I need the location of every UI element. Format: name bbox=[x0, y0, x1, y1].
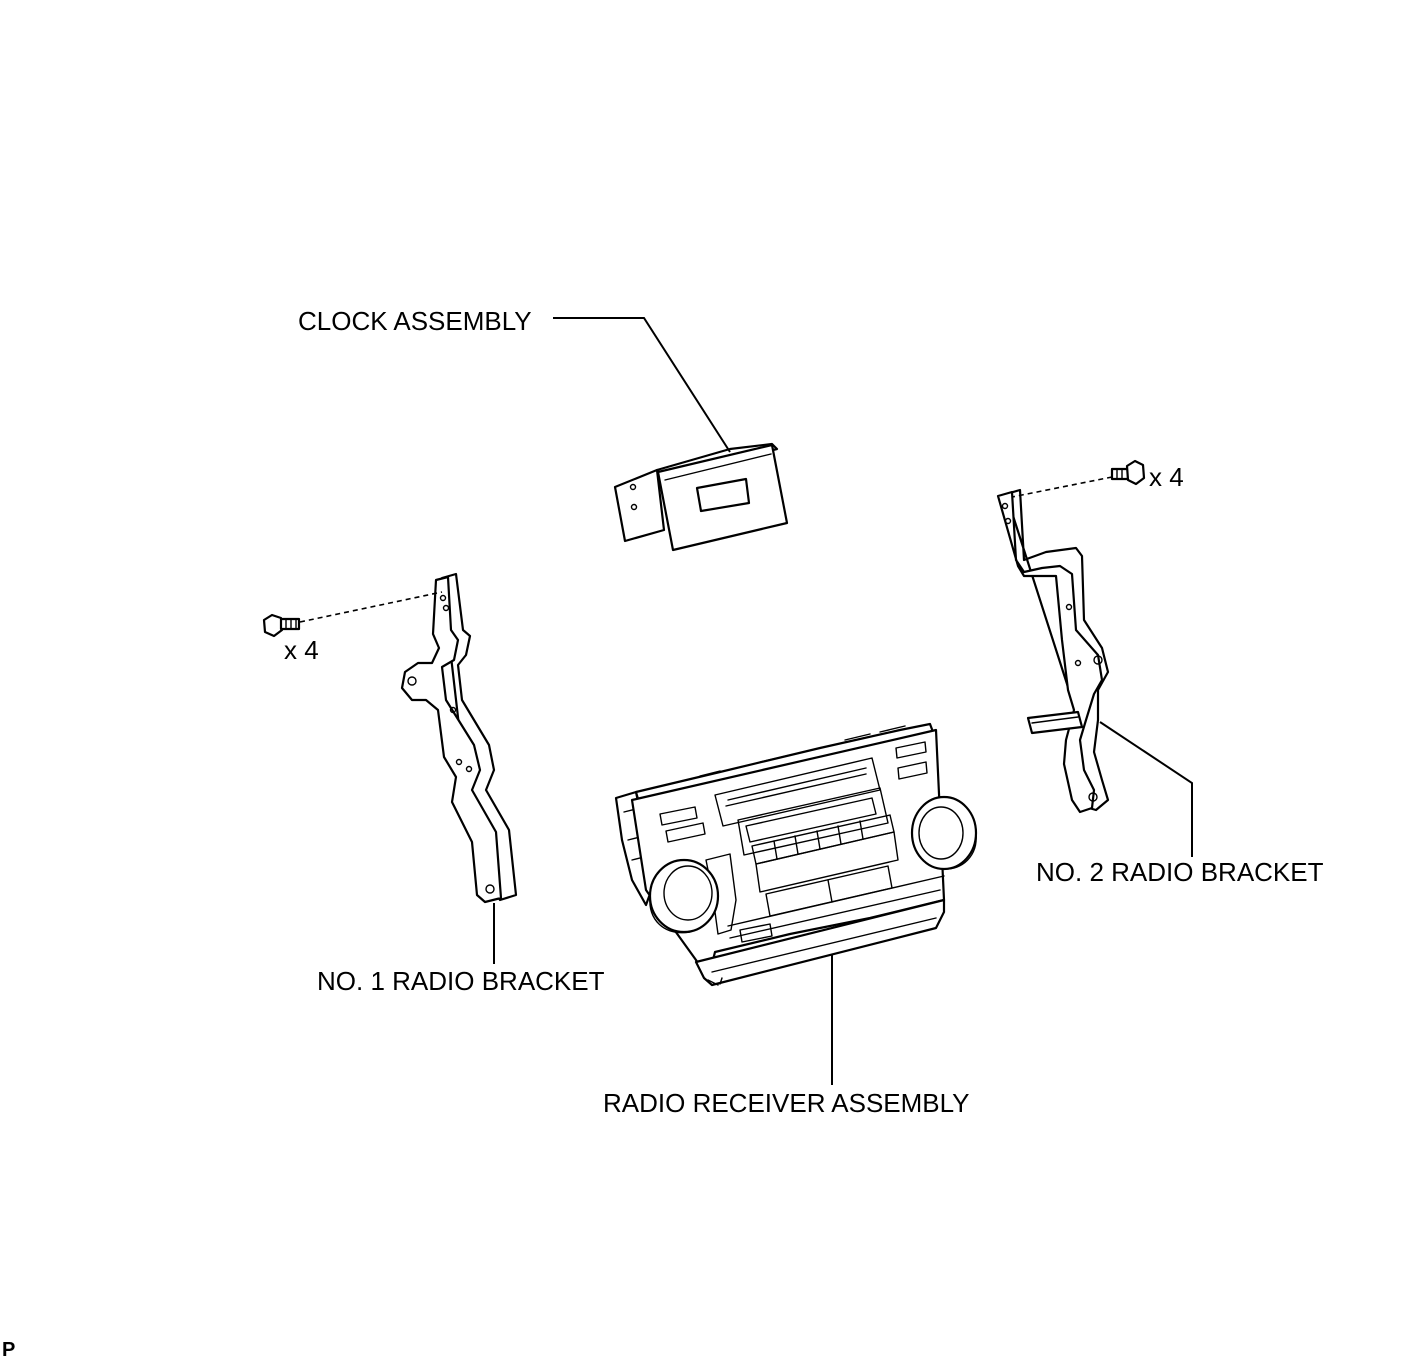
left-bolt-qty: x 4 bbox=[284, 635, 319, 665]
clock-assembly-leader bbox=[553, 317, 731, 453]
clock-assembly[interactable] bbox=[613, 442, 789, 552]
bolt-icon bbox=[262, 613, 301, 638]
no1-radio-bracket-label: NO. 1 RADIO BRACKET bbox=[317, 966, 605, 996]
no2-radio-bracket-label: NO. 2 RADIO BRACKET bbox=[1036, 857, 1324, 887]
clock-assembly-label: CLOCK ASSEMBLY bbox=[298, 306, 532, 336]
bolt-icon bbox=[1110, 459, 1146, 486]
no2-radio-bracket-leader bbox=[1099, 721, 1193, 857]
no2-radio-bracket[interactable] bbox=[996, 488, 1110, 814]
radio-receiver-assembly-label: RADIO RECEIVER ASSEMBLY bbox=[603, 1088, 970, 1118]
no1-radio-bracket[interactable] bbox=[400, 572, 518, 904]
radio-receiver-assembly[interactable] bbox=[614, 722, 978, 987]
right-bolt-qty: x 4 bbox=[1149, 462, 1184, 492]
figure-code: P bbox=[2, 1339, 15, 1361]
